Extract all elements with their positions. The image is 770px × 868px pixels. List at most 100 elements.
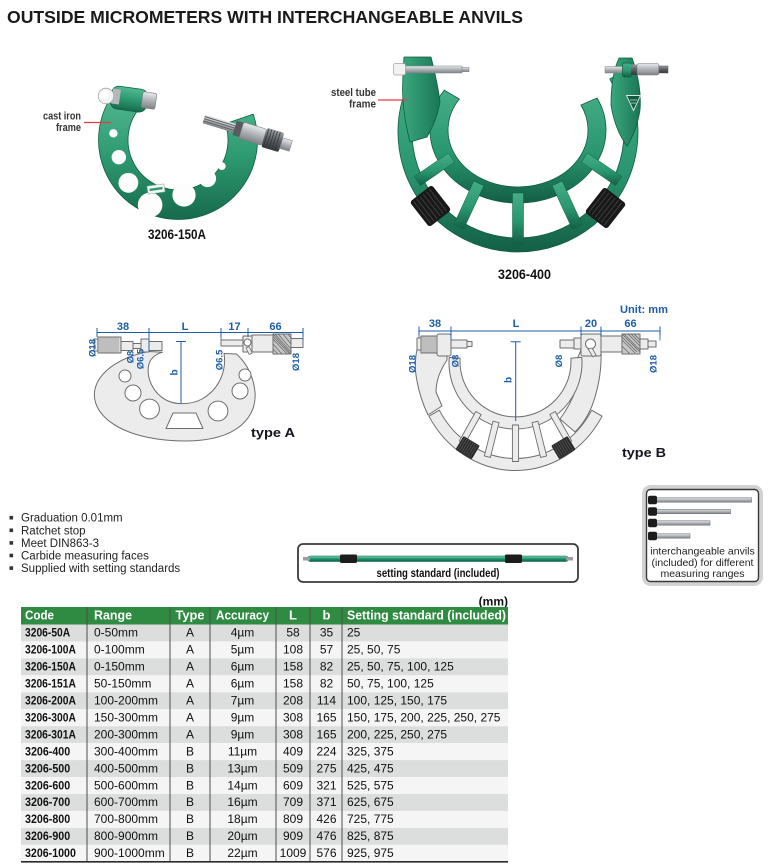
- svg-text:type B: type B: [622, 445, 666, 460]
- svg-text:A: A: [186, 677, 194, 691]
- svg-text:208: 208: [283, 694, 303, 708]
- svg-text:3206-200A: 3206-200A: [25, 694, 76, 708]
- svg-text:B: B: [186, 812, 194, 826]
- svg-text:609: 609: [283, 778, 303, 792]
- svg-text:425, 475: 425, 475: [347, 761, 394, 775]
- svg-text:725, 775: 725, 775: [347, 812, 394, 826]
- svg-text:576: 576: [316, 846, 336, 860]
- svg-text:3206-100A: 3206-100A: [25, 643, 76, 657]
- svg-text:35: 35: [320, 626, 334, 640]
- svg-text:50-150mm: 50-150mm: [94, 677, 151, 691]
- svg-text:700-800mm: 700-800mm: [94, 812, 158, 826]
- svg-text:158: 158: [283, 677, 303, 691]
- svg-text:3206-600: 3206-600: [25, 778, 70, 792]
- svg-text:426: 426: [316, 812, 336, 826]
- svg-text:100-200mm: 100-200mm: [94, 694, 158, 708]
- svg-text:Ø18: Ø18: [291, 353, 302, 371]
- svg-text:6µm: 6µm: [231, 677, 255, 691]
- svg-text:3206-50A: 3206-50A: [25, 626, 70, 640]
- svg-text:Supplied with setting standard: Supplied with setting standards: [21, 563, 180, 575]
- svg-text:measuring ranges: measuring ranges: [660, 568, 744, 580]
- svg-text:A: A: [186, 694, 194, 708]
- svg-text:A: A: [186, 727, 194, 741]
- svg-text:38: 38: [117, 321, 129, 333]
- svg-text:Ø8: Ø8: [554, 355, 565, 368]
- svg-text:150-300mm: 150-300mm: [94, 710, 158, 724]
- svg-text:525, 575: 525, 575: [347, 778, 394, 792]
- svg-text:500-600mm: 500-600mm: [94, 778, 158, 792]
- svg-text:(included) for different: (included) for different: [652, 557, 754, 569]
- svg-text:frame: frame: [56, 122, 81, 134]
- svg-text:OUTSIDE MICROMETERS WITH INTER: OUTSIDE MICROMETERS WITH INTERCHANGEABLE…: [7, 7, 523, 27]
- svg-text:600-700mm: 600-700mm: [94, 795, 158, 809]
- svg-text:5µm: 5µm: [231, 643, 255, 657]
- svg-text:38: 38: [429, 318, 441, 330]
- svg-text:L: L: [182, 321, 189, 333]
- svg-text:200-300mm: 200-300mm: [94, 727, 158, 741]
- svg-text:3206-800: 3206-800: [25, 812, 70, 826]
- svg-text:709: 709: [283, 795, 303, 809]
- svg-text:type A: type A: [251, 425, 296, 440]
- svg-text:82: 82: [320, 677, 334, 691]
- svg-text:13µm: 13µm: [227, 761, 257, 775]
- svg-text:165: 165: [316, 710, 336, 724]
- svg-text:25, 50, 75, 100, 125: 25, 50, 75, 100, 125: [347, 660, 454, 674]
- svg-text:0-50mm: 0-50mm: [94, 626, 138, 640]
- svg-text:0-150mm: 0-150mm: [94, 660, 145, 674]
- svg-text:cast iron: cast iron: [43, 111, 81, 123]
- svg-text:steel tube: steel tube: [331, 87, 376, 99]
- svg-text:L: L: [513, 318, 520, 330]
- svg-text:100, 125, 150, 175: 100, 125, 150, 175: [347, 694, 447, 708]
- svg-text:58: 58: [286, 626, 300, 640]
- svg-text:Ø6.5: Ø6.5: [136, 348, 147, 369]
- svg-text:3206-1000: 3206-1000: [25, 846, 76, 860]
- svg-text:114: 114: [317, 694, 336, 708]
- svg-text:L: L: [289, 608, 297, 623]
- svg-text:11µm: 11µm: [228, 744, 257, 758]
- svg-text:809: 809: [283, 812, 303, 826]
- svg-text:308: 308: [283, 727, 303, 741]
- svg-text:300-400mm: 300-400mm: [94, 744, 158, 758]
- svg-text:setting standard (included): setting standard (included): [377, 566, 500, 580]
- svg-text:158: 158: [283, 660, 303, 674]
- svg-text:Range: Range: [94, 608, 132, 623]
- svg-text:16µm: 16µm: [227, 795, 257, 809]
- svg-text:509: 509: [283, 761, 303, 775]
- svg-text:Ø18: Ø18: [408, 355, 419, 373]
- svg-text:3206-700: 3206-700: [25, 795, 70, 809]
- svg-text:Ø6.5: Ø6.5: [215, 349, 226, 370]
- svg-text:108: 108: [283, 643, 303, 657]
- svg-text:800-900mm: 800-900mm: [94, 829, 158, 843]
- svg-text:frame: frame: [349, 99, 376, 111]
- svg-text:3206-150A: 3206-150A: [25, 660, 76, 674]
- svg-text:9µm: 9µm: [231, 727, 255, 741]
- svg-text:275: 275: [316, 761, 336, 775]
- svg-text:b: b: [323, 608, 331, 623]
- svg-text:3206-400: 3206-400: [498, 266, 551, 282]
- svg-text:B: B: [186, 744, 194, 758]
- svg-text:22µm: 22µm: [227, 846, 257, 860]
- svg-text:Accuracy: Accuracy: [216, 608, 270, 623]
- svg-text:20µm: 20µm: [227, 829, 257, 843]
- svg-text:Setting standard (included): Setting standard (included): [347, 608, 506, 623]
- svg-text:321: 321: [316, 778, 336, 792]
- svg-text:0-100mm: 0-100mm: [94, 643, 145, 657]
- svg-text:B: B: [186, 778, 194, 792]
- svg-text:Ratchet stop: Ratchet stop: [21, 525, 86, 537]
- svg-text:Ø18: Ø18: [649, 355, 660, 373]
- svg-text:4µm: 4µm: [231, 626, 255, 640]
- svg-text:25, 50, 75: 25, 50, 75: [347, 643, 401, 657]
- svg-text:20: 20: [585, 318, 597, 330]
- svg-text:B: B: [186, 795, 194, 809]
- svg-text:476: 476: [316, 829, 336, 843]
- svg-text:A: A: [186, 643, 194, 657]
- svg-text:b: b: [170, 369, 181, 375]
- svg-text:Ø8: Ø8: [126, 351, 137, 364]
- svg-text:A: A: [186, 626, 194, 640]
- svg-text:25: 25: [347, 626, 361, 640]
- svg-text:165: 165: [316, 727, 336, 741]
- svg-text:3206-300A: 3206-300A: [25, 710, 76, 724]
- svg-text:150, 175, 200, 225, 250, 275: 150, 175, 200, 225, 250, 275: [347, 710, 501, 724]
- svg-text:3206-500: 3206-500: [25, 761, 70, 775]
- svg-text:Graduation 0.01mm: Graduation 0.01mm: [21, 513, 123, 525]
